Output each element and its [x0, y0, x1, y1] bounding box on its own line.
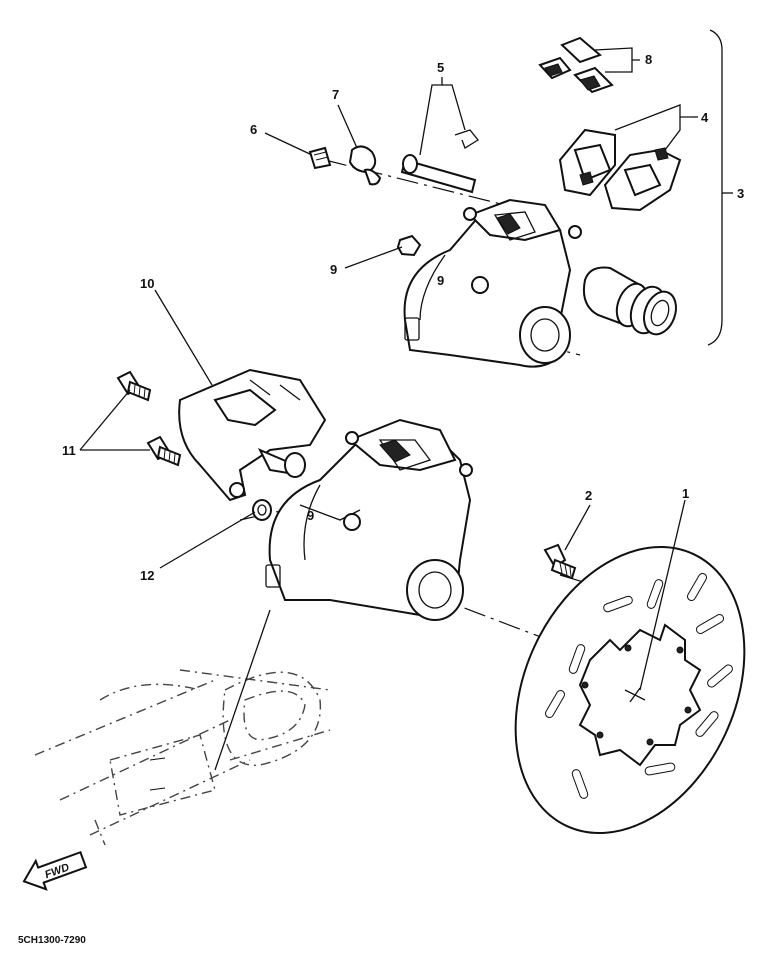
callout-5: 5: [437, 60, 444, 75]
leader-lines: [79, 29, 733, 771]
callout-7: 7: [332, 87, 339, 102]
bracket-bolts: [116, 370, 182, 467]
callout-8: 8: [645, 52, 652, 67]
callout-6: 6: [250, 122, 257, 137]
brake-disc: [514, 545, 746, 835]
callout-2: 2: [585, 488, 592, 503]
pad-shims: [538, 36, 614, 94]
callout-12: 12: [140, 568, 154, 583]
caliper-assembly-lower: 9: [265, 418, 473, 621]
disc-bolt: [543, 543, 577, 580]
callout-3: 3: [737, 186, 744, 201]
callout-11: 11: [62, 443, 76, 458]
callout-4: 4: [701, 110, 709, 125]
forward-arrow: FWD: [22, 850, 88, 891]
diagram-code: 5CH1300-7290: [18, 935, 86, 946]
callout-10: 10: [140, 276, 154, 291]
callout-9: 9: [330, 262, 337, 277]
svg-text:9: 9: [307, 508, 314, 523]
callout-labels: 1 2 3 4 5 6 7 8 9 10 11 12: [62, 52, 744, 583]
collar: [252, 499, 272, 521]
caliper-piston: [582, 266, 677, 336]
bleed-screw: [308, 146, 332, 170]
callout-1: 1: [682, 486, 689, 501]
caliper-body-upper: 9: [403, 198, 582, 368]
swingarm-outline: [34, 669, 331, 846]
pad-pin-and-clip: [400, 129, 479, 194]
brake-pad-kit: [558, 128, 682, 212]
bleed-cap: [348, 145, 382, 186]
mounting-nut: [396, 234, 422, 257]
svg-text:9: 9: [437, 273, 444, 288]
caliper-bracket: [178, 368, 327, 502]
